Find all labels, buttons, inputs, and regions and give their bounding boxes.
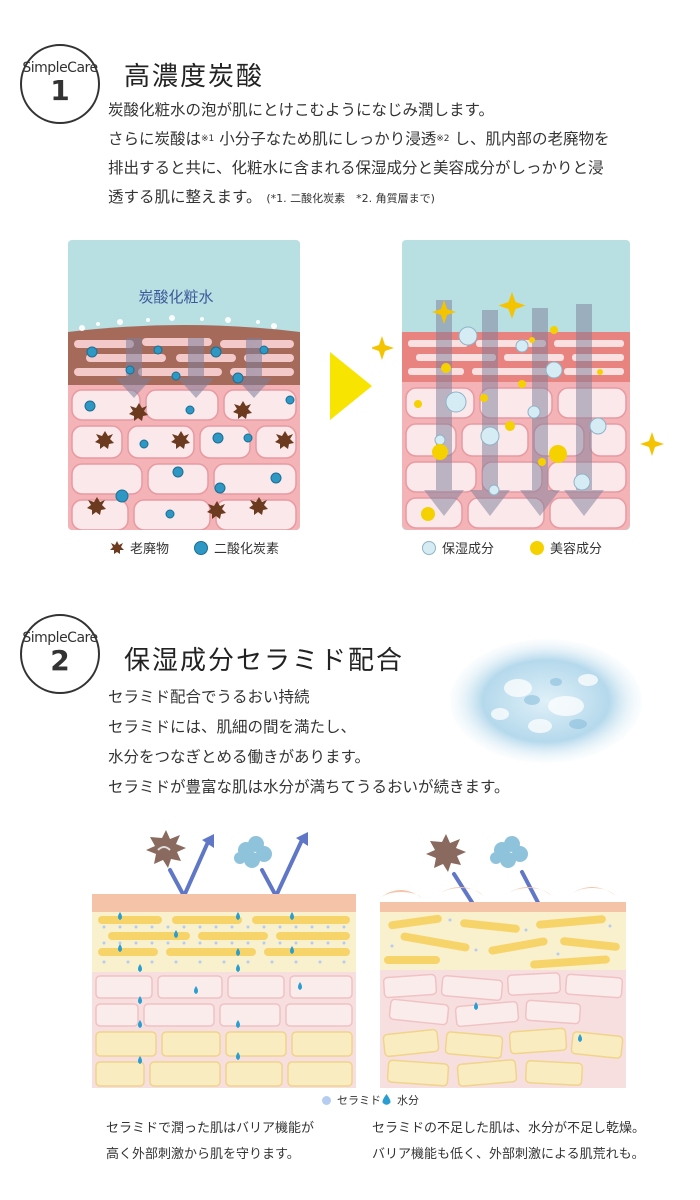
desc-text: 小分子なため肌にしっかり浸透 bbox=[214, 130, 437, 148]
desc-line: セラミドが豊富な肌は水分が満ちてうるおいが続きます。 bbox=[108, 778, 510, 796]
legend-waste-label: 老廃物 bbox=[130, 542, 170, 557]
skin-diagram-before: 炭酸化粧水 bbox=[68, 240, 300, 530]
ceramide-deficient-skin-diagram bbox=[380, 834, 626, 1088]
caption-line: セラミドで潤った肌はバリア機能が bbox=[106, 1121, 315, 1136]
ceramide-icon bbox=[322, 1095, 331, 1105]
caption-line: 高く外部刺激から肌を守ります。 bbox=[106, 1147, 300, 1162]
water-drop-icon bbox=[382, 1094, 391, 1105]
badge-label: SimpleCare bbox=[22, 630, 98, 646]
caption-line: セラミドの不足した肌は、水分が不足し乾燥。 bbox=[372, 1121, 646, 1136]
footnote-mark: ※1 bbox=[201, 134, 215, 144]
desc-text: 透する肌に整えます。 bbox=[108, 188, 262, 206]
waste-icon bbox=[110, 540, 124, 554]
badge-number: 2 bbox=[50, 644, 70, 677]
footnote: (*1. 二酸化炭素 *2. 角質層まで) bbox=[266, 192, 435, 205]
legend-ceramide: セラミド bbox=[322, 1092, 381, 1108]
irritant-icon bbox=[426, 834, 466, 872]
desc-line: 炭酸化粧水の泡が肌にとけこむようになじみ潤します。 bbox=[108, 101, 494, 119]
simplecare-badge-1: SimpleCare 1 bbox=[20, 44, 100, 124]
beauty-icon bbox=[530, 540, 544, 555]
moisture-icon bbox=[422, 540, 436, 555]
legend-water: 水分 bbox=[382, 1092, 419, 1108]
section-1-description: 炭酸化粧水の泡が肌にとけこむようになじみ潤します。 さらに炭酸は※1 小分子なた… bbox=[108, 96, 698, 213]
transition-arrow-icon bbox=[330, 352, 372, 420]
caption-ceramide-deficient: セラミドの不足した肌は、水分が不足し乾燥。 バリア機能も低く、外部刺激による肌荒… bbox=[372, 1116, 645, 1168]
footnote-mark: ※2 bbox=[436, 134, 450, 144]
legend-beauty: 美容成分 bbox=[530, 538, 602, 557]
desc-line: セラミド配合でうるおい持続 bbox=[108, 688, 310, 706]
section-2-title: 保湿成分セラミド配合 bbox=[124, 646, 405, 676]
desc-line: セラミドには、肌細の間を満たし、 bbox=[108, 718, 357, 736]
caption-ceramide-rich: セラミドで潤った肌はバリア機能が 高く外部刺激から肌を守ります。 bbox=[106, 1116, 314, 1168]
caption-line: バリア機能も低く、外部刺激による肌荒れも。 bbox=[372, 1147, 645, 1162]
legend-ceramide-label: セラミド bbox=[337, 1094, 381, 1107]
skin-diagram-after bbox=[372, 240, 664, 530]
dust-icon bbox=[234, 836, 272, 868]
irritant-icon bbox=[146, 830, 186, 868]
legend-water-label: 水分 bbox=[397, 1094, 419, 1107]
legend-co2: 二酸化炭素 bbox=[194, 538, 279, 557]
dust-icon bbox=[490, 836, 528, 868]
desc-line: 水分をつなぎとめる働きがあります。 bbox=[108, 748, 370, 766]
desc-text: さらに炭酸は bbox=[108, 130, 202, 148]
legend-beauty-label: 美容成分 bbox=[550, 542, 603, 557]
carbonated-toner-label: 炭酸化粧水 bbox=[138, 288, 213, 306]
legend-moist-label: 保湿成分 bbox=[442, 542, 495, 557]
desc-line: 透する肌に整えます。 (*1. 二酸化炭素 *2. 角質層まで) bbox=[108, 183, 698, 213]
simplecare-badge-2: SimpleCare 2 bbox=[20, 614, 100, 694]
ceramide-rich-skin-diagram bbox=[92, 830, 356, 1088]
desc-line: 排出すると共に、化粧水に含まれる保湿成分と美容成分がしっかりと浸 bbox=[108, 159, 604, 177]
legend-co2-label: 二酸化炭素 bbox=[214, 542, 280, 557]
gel-texture-image bbox=[450, 639, 642, 763]
badge-label: SimpleCare bbox=[22, 60, 98, 76]
legend-waste: 老廃物 bbox=[110, 538, 169, 557]
co2-icon bbox=[194, 540, 208, 555]
legend-moist: 保湿成分 bbox=[422, 538, 494, 557]
desc-text: し、肌内部の老廃物を bbox=[449, 130, 610, 148]
badge-number: 1 bbox=[50, 74, 70, 107]
section-1-title: 高濃度炭酸 bbox=[124, 62, 265, 92]
desc-line: さらに炭酸は※1 小分子なため肌にしっかり浸透※2 し、肌内部の老廃物を bbox=[108, 125, 698, 154]
section-2-description: セラミド配合でうるおい持続 セラミドには、肌細の間を満たし、 水分をつなぎとめる… bbox=[108, 682, 668, 802]
